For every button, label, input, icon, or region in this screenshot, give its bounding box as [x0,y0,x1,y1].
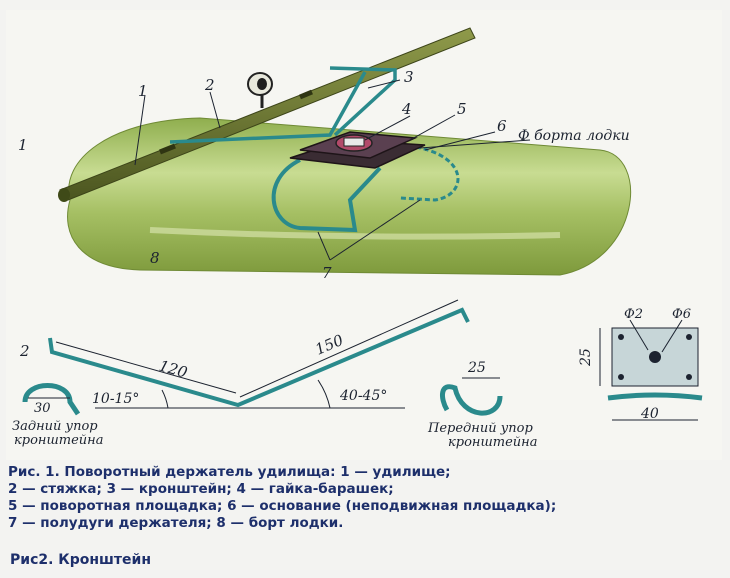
plate [611,327,699,387]
wing-nut-icon [335,134,373,152]
caption-line-2: 2 — стяжка; 3 — кронштейн; 4 — гайка-бар… [8,481,394,497]
fig1-number: 1 [18,136,28,154]
rear-stop-caption-1: Задний упор [12,419,98,434]
angle-right: 40-45° [339,388,387,404]
plate-hole-1: Ф2 [624,307,643,322]
plate-hole [618,374,624,380]
leader-2 [209,91,221,129]
dim-line-150 [239,299,459,398]
dim-150: 150 [313,331,347,359]
front-stop-caption-1: Передний упор [427,421,533,436]
plate-hole [686,334,692,340]
leader-7b [329,199,421,261]
plate-side-view [607,392,703,401]
rear-stop-icon [22,383,81,416]
plate-width: 40 [640,406,659,422]
bracket-wire [329,66,397,137]
tie-wire [169,71,367,144]
front-stop-icon [440,377,503,416]
angle-arc-right [317,379,331,409]
callout-5: 5 [457,100,467,118]
leader-7a [317,231,331,261]
rod-ring [299,89,313,100]
figure-caption: Рис. 1. Поворотный держатель удилища: 1 … [8,464,722,532]
leader-1 [134,94,146,166]
dim-120: 120 [157,357,190,382]
front-stop-dim: 25 [467,360,486,376]
board-highlight [149,227,561,240]
caption-line-4: 7 — полудуги держателя; 8 — борт лодки. [8,515,344,531]
rear-stop-caption-2: кронштейна [14,433,104,448]
dim-line-120 [55,341,237,394]
diagram: 1 1 2 3 4 5 6 7 8 Ф борта лодк [12,27,703,450]
plate-leader [661,319,683,353]
callout-1: 1 [138,82,148,100]
callout-3: 3 [404,68,414,86]
reel-icon [247,72,273,108]
callout-4: 4 [401,100,412,118]
fig2-number: 2 [19,342,30,360]
callout-6: 6 [497,117,507,135]
rod-butt [58,188,70,202]
figure2-caption: Рис2. Кронштейн [10,552,152,568]
plate-hole [618,334,624,340]
leader-3 [367,79,401,89]
leader-4 [364,115,411,141]
holder-half-arc [271,158,382,233]
plate-hole-2: Ф6 [672,307,691,322]
rod-ring [159,143,176,155]
caption-line-1: Рис. 1. Поворотный держатель удилища: 1 … [8,464,451,480]
leader-board-dim [419,139,531,149]
bracket-profile [48,307,470,408]
board-thickness-label: Ф борта лодки [518,128,630,144]
plate-center-hole [649,351,661,363]
leader-5 [409,114,456,141]
plate-leader [629,319,649,351]
rear-stop-dim: 30 [34,401,51,416]
callout-8: 8 [150,249,160,267]
front-stop-caption-2: кронштейна [448,435,538,450]
callout-2: 2 [204,76,215,94]
plate-height: 25 [578,348,594,367]
callout-7: 7 [322,264,332,282]
angle-arc-left [161,389,169,409]
caption-line-3: 5 — поворотная площадка; 6 — основание (… [8,498,557,514]
plate-hole [686,374,692,380]
angle-left: 10-15° [92,391,139,407]
